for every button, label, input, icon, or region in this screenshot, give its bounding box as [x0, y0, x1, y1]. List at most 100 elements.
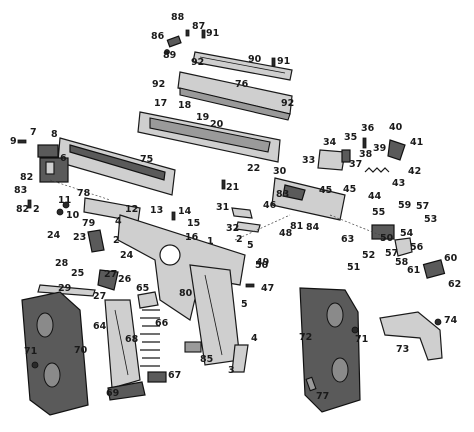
part-number-label-89: 89 — [163, 50, 176, 61]
part-66-magazine-spring — [140, 309, 160, 367]
part-number-label-21: 21 — [226, 182, 239, 193]
part-number-label-16: 16 — [185, 232, 199, 243]
part-number-label-65: 65 — [136, 283, 149, 294]
part-number-label-72: 72 — [299, 332, 312, 343]
part-number-label-13: 13 — [150, 205, 163, 216]
part-number-label-26: 26 — [118, 274, 132, 285]
part-number-label-7: 7 — [30, 127, 37, 138]
part-number-label-2: 2 — [236, 234, 243, 245]
part-number-label-83: 83 — [276, 189, 289, 200]
part-86-sight — [166, 35, 182, 48]
part-87-pin — [185, 29, 190, 37]
part-number-label-18: 18 — [178, 100, 192, 111]
part-number-label-63: 63 — [341, 234, 354, 245]
part-number-label-49: 49 — [256, 257, 269, 268]
part-77-pin — [305, 376, 317, 392]
part-number-label-31: 31 — [216, 202, 229, 213]
part-number-label-60: 60 — [444, 253, 458, 264]
part-89-screw — [164, 49, 170, 55]
part-number-label-43: 43 — [392, 178, 405, 189]
part-number-label-9: 9 — [10, 136, 17, 147]
part-number-label-38: 38 — [359, 149, 373, 160]
part-number-label-29: 29 — [58, 283, 71, 294]
part-number-label-71: 71 — [24, 346, 37, 357]
part-number-label-64: 64 — [93, 321, 107, 332]
part-number-label-1: 1 — [207, 236, 214, 247]
part-number-label-66: 66 — [155, 318, 169, 329]
part-number-label-17: 17 — [154, 98, 167, 109]
part-76-barrel-shroud — [177, 71, 293, 121]
part-33-hammer — [317, 149, 346, 171]
part-74-screw — [434, 318, 442, 326]
part-number-label-10: 10 — [66, 210, 80, 221]
part-43-spring — [364, 167, 390, 173]
part-number-label-68: 68 — [125, 334, 139, 345]
part-90-sight-rail — [192, 51, 293, 81]
part-10-screw — [56, 208, 64, 216]
part-number-label-82: 82 — [16, 204, 29, 215]
part-number-label-50: 50 — [380, 233, 394, 244]
part-number-label-27: 27 — [104, 269, 117, 280]
part-number-label-42: 42 — [408, 166, 421, 177]
part-number-label-69: 69 — [106, 388, 119, 399]
part-30-hammer-housing — [271, 177, 346, 221]
part-54-lever — [394, 237, 413, 257]
part-number-label-58: 58 — [395, 257, 409, 268]
part-11-screw — [62, 201, 70, 209]
part-number-label-4: 4 — [115, 216, 122, 227]
part-71-screw-left — [31, 361, 39, 369]
part-number-label-27: 27 — [93, 291, 106, 302]
part-number-label-91: 91 — [277, 56, 290, 67]
part-number-label-30: 30 — [273, 166, 287, 177]
part-number-label-15: 15 — [187, 218, 200, 229]
part-number-label-50: 50 — [255, 260, 269, 271]
part-number-label-3: 3 — [228, 365, 235, 376]
part-number-label-35: 35 — [344, 132, 357, 143]
part-number-label-47: 47 — [261, 283, 274, 294]
part-36-pin — [362, 137, 367, 149]
part-number-label-62: 62 — [448, 279, 461, 290]
part-91-screw-mid — [271, 57, 276, 67]
part-number-label-37: 37 — [349, 159, 362, 170]
part-number-label-59: 59 — [398, 200, 411, 211]
part-number-label-67: 67 — [168, 370, 181, 381]
part-number-label-24: 24 — [120, 250, 134, 261]
part-number-label-45: 45 — [319, 185, 332, 196]
part-number-label-52: 52 — [362, 250, 375, 261]
part-9-pin — [17, 139, 27, 144]
part-number-label-56: 56 — [410, 242, 424, 253]
part-number-label-19: 19 — [196, 112, 209, 123]
part-60-plate — [422, 259, 446, 279]
part-number-label-83: 83 — [14, 185, 27, 196]
part-number-label-4: 4 — [251, 333, 258, 344]
part-number-label-90: 90 — [248, 54, 262, 65]
part-number-label-81: 81 — [290, 221, 303, 232]
part-4-trigger-bar — [231, 344, 249, 373]
part-number-label-92: 92 — [152, 79, 165, 90]
part-number-label-78: 78 — [77, 188, 91, 199]
part-number-label-5: 5 — [241, 299, 248, 310]
part-number-label-54: 54 — [400, 228, 414, 239]
part-number-label-80: 80 — [179, 288, 193, 299]
part-number-label-86: 86 — [151, 31, 165, 42]
part-17-barrel — [137, 111, 281, 163]
part-number-label-77: 77 — [316, 391, 329, 402]
part-number-label-33: 33 — [302, 155, 315, 166]
part-number-label-12: 12 — [125, 204, 138, 215]
part-number-label-2: 2 — [113, 235, 120, 246]
part-number-label-22: 22 — [247, 163, 260, 174]
part-73-backstrap — [379, 311, 443, 361]
part-number-label-76: 76 — [235, 79, 249, 90]
part-6-block — [39, 157, 69, 183]
part-number-label-74: 74 — [444, 315, 458, 326]
part-number-label-8: 8 — [51, 129, 58, 140]
part-72-right-grip — [299, 287, 361, 413]
part-number-label-53: 53 — [424, 214, 437, 225]
part-number-label-28: 28 — [55, 258, 69, 269]
part-number-label-11: 11 — [58, 195, 71, 206]
part-91-screw-top — [201, 29, 206, 39]
part-number-label-48: 48 — [279, 228, 293, 239]
